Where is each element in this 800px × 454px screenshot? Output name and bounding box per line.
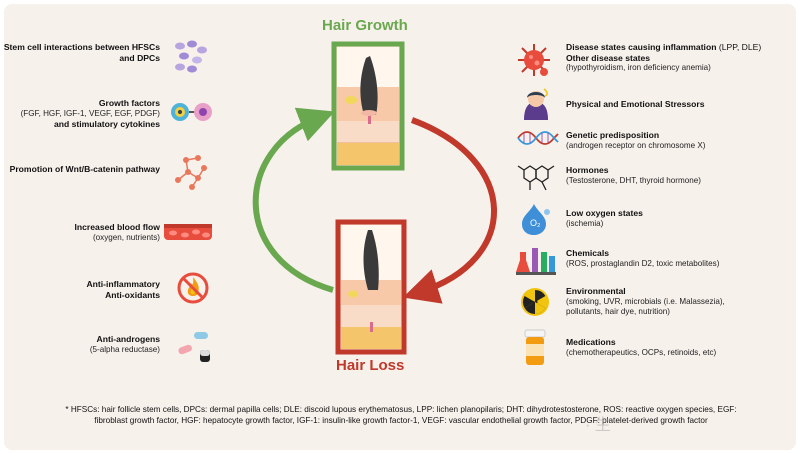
factor-title: Physical and Emotional Stressors bbox=[566, 99, 705, 109]
factor-growth-factors: Growth factors (FGF, HGF, IGF-1, VEGF, E… bbox=[0, 98, 160, 130]
factor-anti-inflammatory: Anti-inflammatory Anti-oxidants bbox=[0, 279, 160, 300]
watermark: · 生 bbox=[585, 417, 611, 434]
svg-text:O₂: O₂ bbox=[530, 218, 541, 228]
factor-title: Disease states causing inflammation (LPP… bbox=[566, 42, 792, 53]
factor-title: Anti-inflammatory bbox=[86, 279, 160, 289]
oxygen-drop-icon: O₂ bbox=[522, 204, 550, 235]
loss-arrow bbox=[402, 117, 497, 304]
factor-medications: Medications (chemotherapeutics, OCPs, re… bbox=[566, 337, 792, 358]
factor-title: Hormones bbox=[566, 165, 609, 175]
factor-title-2: Other disease states bbox=[566, 52, 651, 63]
factor-title: Promotion of Wnt/B-catenin pathway bbox=[9, 164, 160, 174]
dna-icon bbox=[517, 131, 559, 145]
hair-growth-follicle-illustration bbox=[331, 41, 405, 171]
footnote: * HFSCs: hair follicle stem cells, DPCs:… bbox=[16, 404, 786, 426]
factor-environmental: Environmental (smoking, UVR, microbials … bbox=[566, 286, 792, 318]
factor-hormones: Hormones (Testosterone, DHT, thyroid hor… bbox=[566, 165, 792, 186]
factor-title: Genetic predisposition bbox=[566, 130, 660, 140]
factor-sub: (hypothyroidism, iron deficiency anemia) bbox=[566, 63, 711, 72]
footnote-line-2: fibroblast growth factor, HGF: hepatocyt… bbox=[94, 416, 708, 425]
factor-title: Low oxygen states bbox=[566, 208, 643, 218]
factor-title: Increased blood flow bbox=[74, 222, 160, 232]
factor-sub: (FGF, HGF, IGF-1, VEGF, EGF, PDGF) bbox=[20, 108, 160, 118]
virus-icon bbox=[518, 44, 550, 76]
factor-stem-cells: Stem cell interactions between HFSCs and… bbox=[0, 42, 160, 63]
factor-sub: (smoking, UVR, microbials (i.e. Malassez… bbox=[566, 296, 725, 306]
factor-sub-2: pollutants, hair dye, nutrition) bbox=[566, 307, 670, 316]
factor-sub: (ischemia) bbox=[566, 218, 604, 228]
factor-sub: (chemotherapeutics, OCPs, retinoids, etc… bbox=[566, 347, 717, 357]
factor-title-2: Anti-oxidants bbox=[105, 289, 160, 300]
factor-title: Stem cell interactions between HFSCs and… bbox=[3, 42, 160, 63]
radiation-icon bbox=[521, 288, 549, 316]
hair-loss-label: Hair Loss bbox=[336, 357, 405, 374]
factor-stressors: Physical and Emotional Stressors bbox=[566, 99, 792, 110]
factor-wnt-pathway: Promotion of Wnt/B-catenin pathway bbox=[0, 164, 160, 175]
factor-title: Medications bbox=[566, 337, 616, 347]
factor-title-2: and stimulatory cytokines bbox=[53, 119, 160, 129]
factor-title: Chemicals bbox=[566, 248, 609, 258]
molecule-icon bbox=[517, 165, 555, 191]
growth-arrow bbox=[252, 107, 335, 293]
factor-genetic: Genetic predisposition (androgen recepto… bbox=[566, 130, 792, 151]
factor-title: Growth factors bbox=[98, 98, 160, 108]
stressed-person-icon bbox=[524, 88, 548, 120]
no-fire-icon bbox=[177, 272, 209, 304]
factor-sub: (oxygen, nutrients) bbox=[92, 232, 160, 242]
factor-anti-androgens: Anti-androgens (5-alpha reductase) bbox=[0, 334, 160, 355]
receptor-icon bbox=[171, 103, 212, 121]
factor-sub: (5-alpha reductase) bbox=[89, 344, 160, 354]
factor-title-text: Disease states causing inflammation bbox=[566, 42, 717, 52]
lab-flasks-icon bbox=[516, 248, 556, 275]
molecule-network-icon bbox=[175, 155, 207, 190]
factor-blood-flow: Increased blood flow (oxygen, nutrients) bbox=[0, 222, 160, 243]
footnote-line-1: * HFSCs: hair follicle stem cells, DPCs:… bbox=[65, 405, 737, 414]
factor-disease-inflammation: Disease states causing inflammation (LPP… bbox=[566, 42, 792, 74]
factor-title: Anti-androgens bbox=[96, 334, 161, 344]
hair-loss-follicle-illustration bbox=[335, 219, 407, 355]
factor-low-oxygen: Low oxygen states (ischemia) bbox=[566, 208, 792, 229]
pill-bottle-icon bbox=[524, 329, 546, 365]
factor-chemicals: Chemicals (ROS, prostaglandin D2, toxic … bbox=[566, 248, 792, 269]
factor-title-extra: (LPP, DLE) bbox=[716, 42, 762, 52]
hair-growth-label: Hair Growth bbox=[322, 17, 408, 34]
factor-sub: (androgen receptor on chromosome X) bbox=[566, 140, 706, 150]
blood-vessel-icon bbox=[164, 224, 212, 240]
cells-icon bbox=[175, 40, 207, 73]
factor-sub: (Testosterone, DHT, thyroid hormone) bbox=[566, 175, 701, 185]
factor-title: Environmental bbox=[566, 286, 626, 296]
factor-sub: (ROS, prostaglandin D2, toxic metabolite… bbox=[566, 258, 720, 268]
pills-icon bbox=[178, 332, 210, 362]
